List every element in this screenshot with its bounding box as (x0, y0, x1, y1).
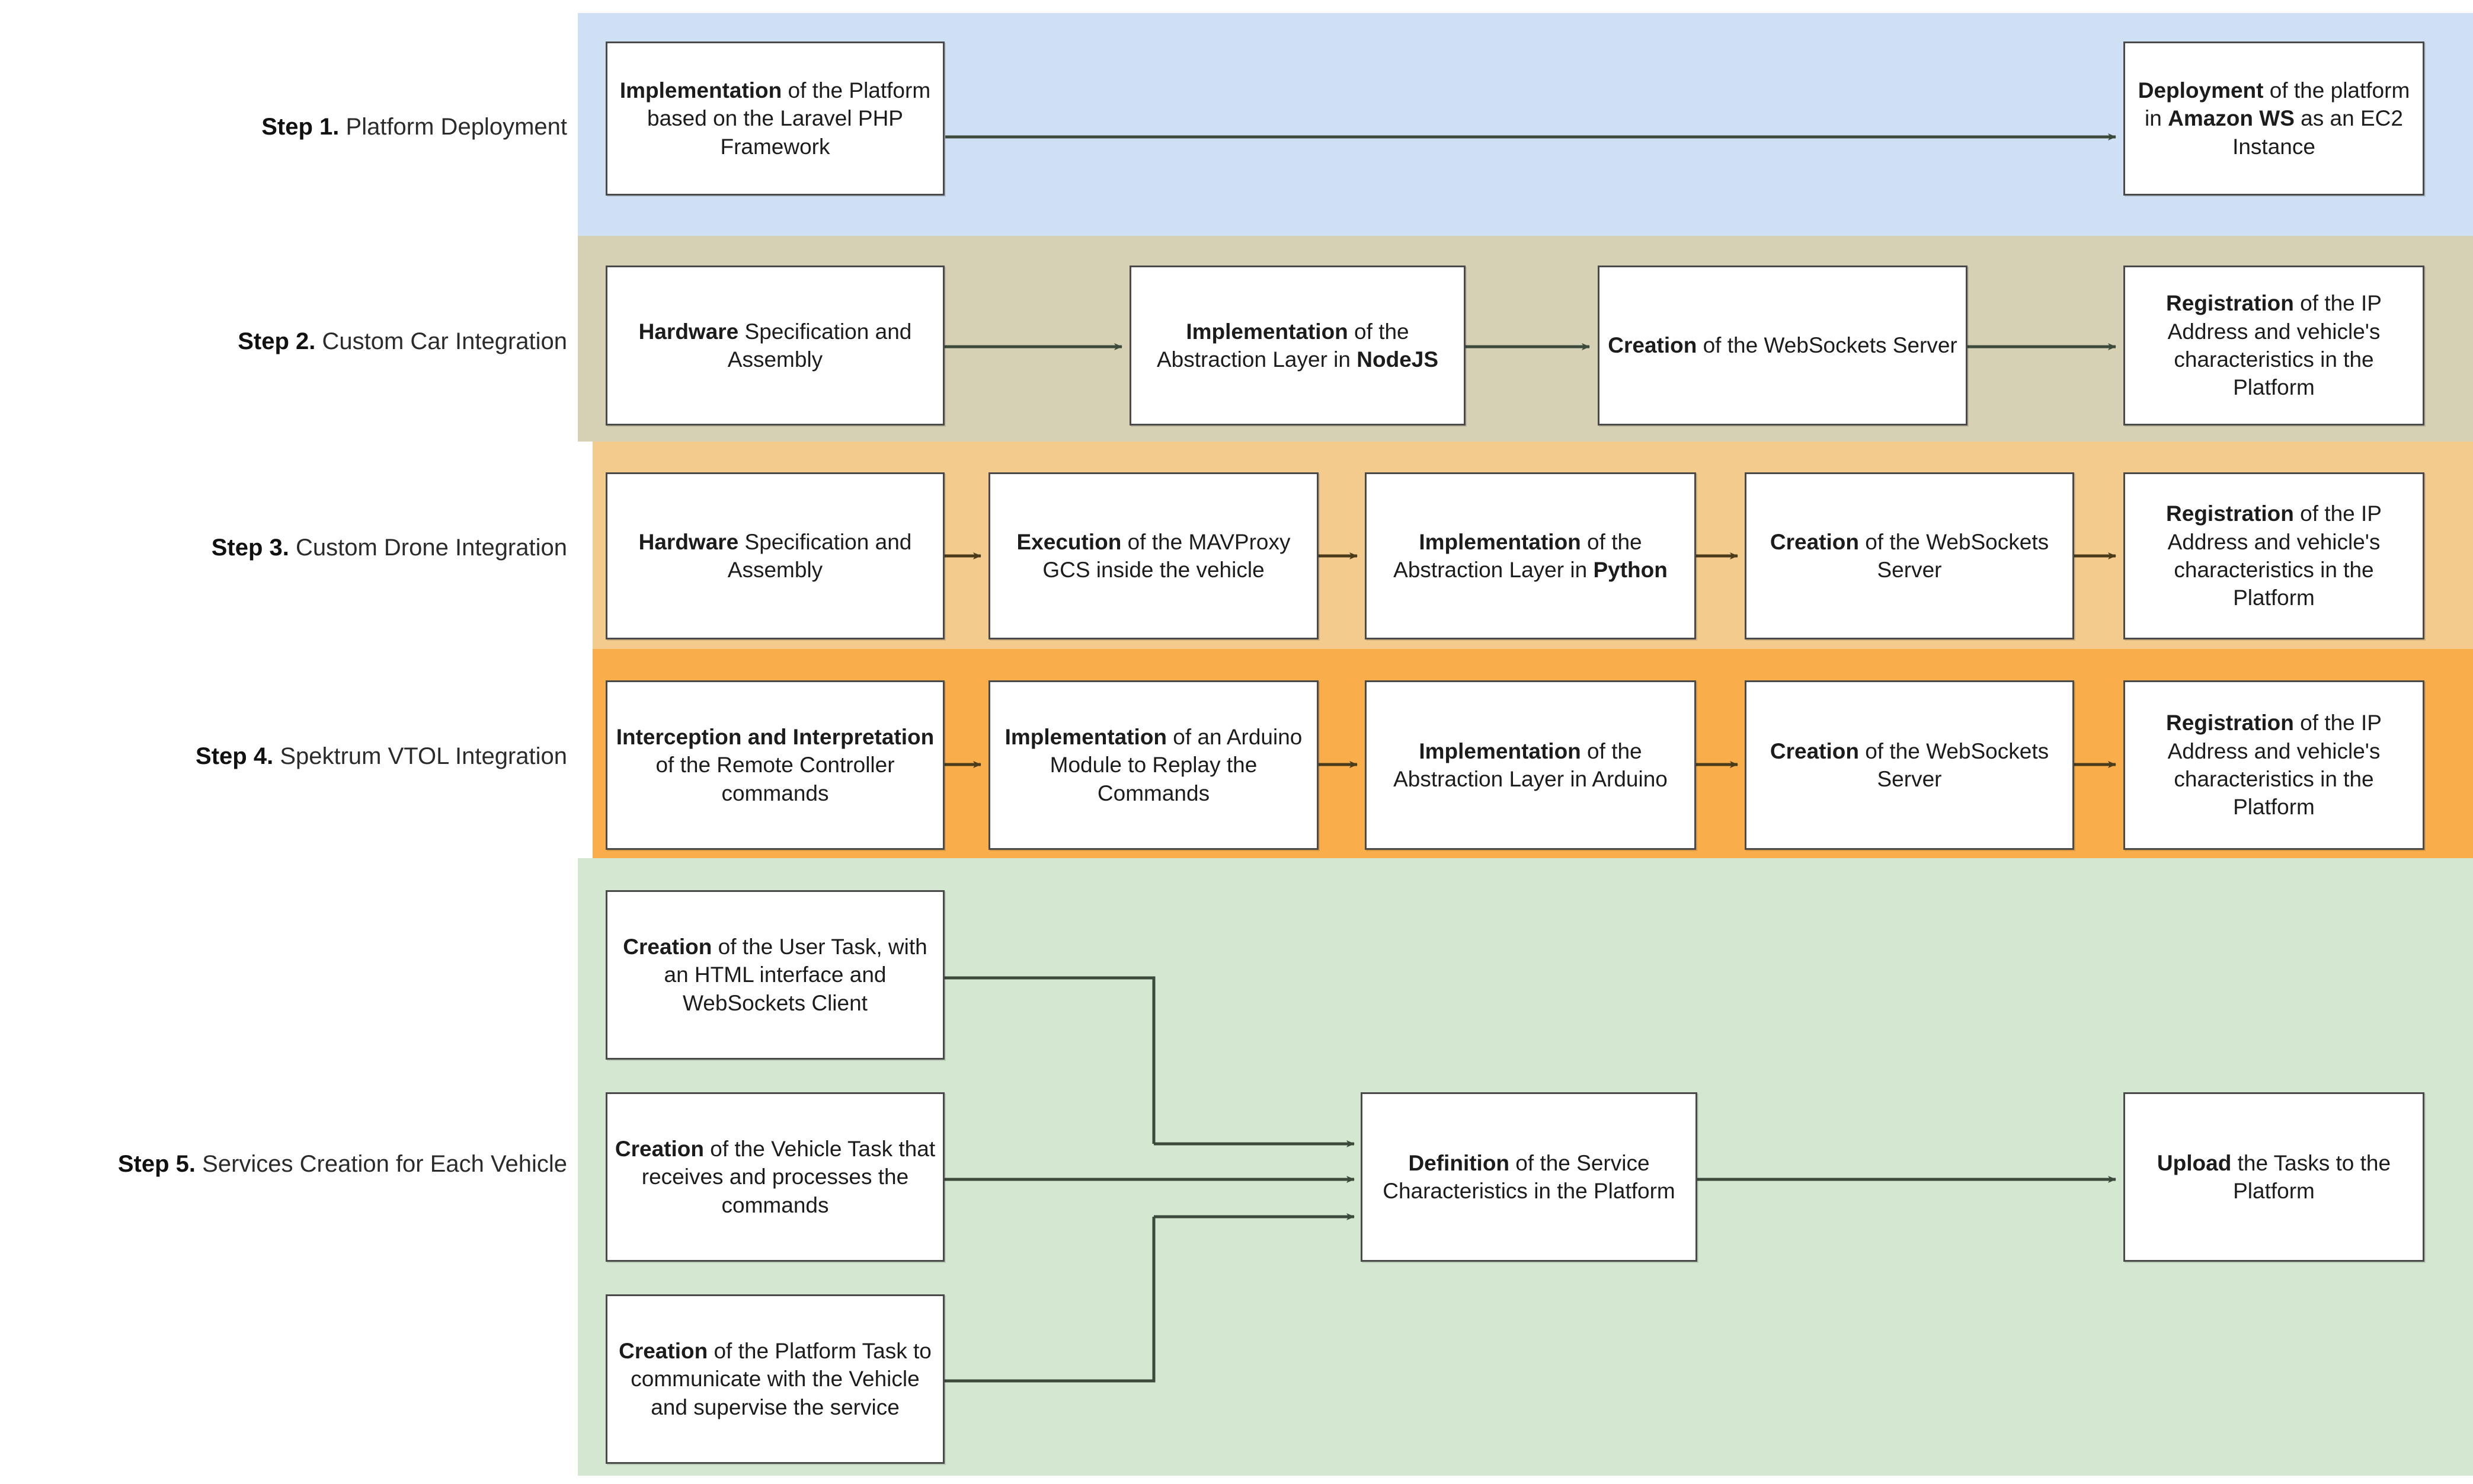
node-s3n3[interactable]: Implementation of the Abstraction Layer … (1365, 472, 1696, 639)
node-s3n3-rest: of the Abstraction Layer in (1393, 529, 1642, 582)
node-s4n4-bold: Creation (1770, 738, 1859, 763)
node-s3n5-bold: Registration (2166, 501, 2294, 526)
node-s5n2-bold: Creation (615, 1136, 704, 1161)
node-s3n2[interactable]: Execution of the MAVProxy GCS inside the… (988, 472, 1319, 639)
step-name-3: Custom Drone Integration (295, 535, 567, 561)
node-s5n4[interactable]: Definition of the Service Characteristic… (1361, 1092, 1697, 1262)
node-s2n1-rest: Specification and Assembly (727, 319, 912, 372)
node-s4n1-bold: Interception and Interpretation (616, 724, 935, 749)
node-s4n4-rest: of the WebSockets Server (1858, 738, 2049, 791)
node-s2n4[interactable]: Registration of the IP Address and vehic… (2123, 266, 2424, 426)
node-s3n3-bold2: Python (1593, 558, 1668, 582)
node-s5n4-rest: of the Service Characteristics in the Pl… (1383, 1150, 1675, 1203)
node-s3n1-rest: Specification and Assembly (727, 529, 912, 582)
node-s4n5-bold: Registration (2166, 711, 2294, 735)
node-s2n1-bold: Hardware (638, 319, 739, 344)
node-s3n3-bold: Implementation (1419, 529, 1581, 554)
step-number-5: Step 5. (117, 1151, 196, 1177)
node-s3n4-rest: of the WebSockets Server (1858, 529, 2049, 582)
node-s2n4-bold: Registration (2166, 291, 2294, 316)
node-s5n3-rest: of the Platform Task to communicate with… (631, 1338, 932, 1419)
node-s2n3-rest: of the WebSockets Server (1697, 333, 1957, 358)
node-s5n3-bold: Creation (619, 1338, 708, 1363)
step-label-2: Step 2. Custom Car Integration (0, 327, 578, 356)
node-s3n4-bold: Creation (1770, 529, 1859, 554)
node-s1n2[interactable]: Deployment of the platform in Amazon WS … (2123, 41, 2424, 196)
node-s2n3[interactable]: Creation of the WebSockets Server (1598, 266, 1967, 426)
step-name-4: Spektrum VTOL Integration (280, 743, 567, 769)
node-s4n2-bold: Implementation (1004, 724, 1167, 749)
node-s4n3-rest: of the Abstraction Layer in Arduino (1393, 738, 1668, 791)
node-s5n1[interactable]: Creation of the User Task, with an HTML … (606, 890, 945, 1060)
step-label-4: Step 4. Spektrum VTOL Integration (0, 742, 578, 770)
node-s4n2-rest: of an Arduino Module to Replay the Comma… (1050, 724, 1303, 805)
step-label-1: Step 1. Platform Deployment (0, 113, 578, 141)
node-s4n1-rest: of the Remote Controller commands (655, 753, 895, 805)
node-s4n5[interactable]: Registration of the IP Address and vehic… (2123, 680, 2424, 850)
node-s1n1-rest: of the Platform based on the Laravel PHP… (647, 78, 931, 159)
step-name-1: Platform Deployment (345, 114, 567, 140)
node-s1n1[interactable]: Implementation of the Platform based on … (606, 41, 945, 196)
node-s5n2[interactable]: Creation of the Vehicle Task that receiv… (606, 1092, 945, 1262)
node-s5n5[interactable]: Upload the Tasks to the Platform (2123, 1092, 2424, 1262)
node-s4n3-bold: Implementation (1419, 738, 1581, 763)
node-s4n4[interactable]: Creation of the WebSockets Server (1745, 680, 2074, 850)
node-s1n2-bold2: Amazon WS (2168, 106, 2295, 131)
node-s2n2-rest: of the Abstraction Layer in (1156, 319, 1409, 372)
node-s3n1[interactable]: Hardware Specification and Assembly (606, 472, 945, 639)
step-label-3: Step 3. Custom Drone Integration (0, 533, 578, 562)
node-s5n5-bold: Upload (2157, 1150, 2232, 1175)
node-s5n1-rest: of the User Task, with an HTML interface… (664, 934, 927, 1015)
step-number-3: Step 3. (211, 535, 289, 561)
node-s3n2-rest: of the MAVProxy GCS inside the vehicle (1042, 529, 1291, 582)
node-s4n5-rest: of the IP Address and vehicle's characte… (2167, 711, 2382, 820)
node-s5n3[interactable]: Creation of the Platform Task to communi… (606, 1294, 945, 1464)
node-s2n2-bold: Implementation (1186, 319, 1348, 344)
node-s4n2[interactable]: Implementation of an Arduino Module to R… (988, 680, 1319, 850)
node-s4n3[interactable]: Implementation of the Abstraction Layer … (1365, 680, 1696, 850)
node-s5n2-rest: of the Vehicle Task that receives and pr… (641, 1136, 936, 1217)
node-s2n2[interactable]: Implementation of the Abstraction Layer … (1130, 266, 1466, 426)
node-s2n4-rest: of the IP Address and vehicle's characte… (2167, 291, 2382, 400)
node-s1n2-rest2: as an EC2 Instance (2232, 106, 2403, 159)
node-s3n2-bold: Execution (1016, 529, 1122, 554)
step-number-1: Step 1. (261, 114, 340, 140)
node-s3n5-rest: of the IP Address and vehicle's characte… (2167, 501, 2382, 610)
node-s3n1-bold: Hardware (638, 529, 739, 554)
node-s1n1-bold: Implementation (619, 78, 782, 103)
step-name-2: Custom Car Integration (322, 328, 567, 354)
node-s2n2-bold2: NodeJS (1357, 347, 1439, 372)
node-s4n1[interactable]: Interception and Interpretation of the R… (606, 680, 945, 850)
node-s1n2-rest: of the platform in (2145, 78, 2410, 131)
step-number-2: Step 2. (238, 328, 316, 354)
node-s1n2-bold: Deployment (2138, 78, 2264, 103)
node-s3n4[interactable]: Creation of the WebSockets Server (1745, 472, 2074, 639)
step-name-5: Services Creation for Each Vehicle (202, 1151, 567, 1177)
node-s2n1[interactable]: Hardware Specification and Assembly (606, 266, 945, 426)
step-number-4: Step 4. (196, 743, 274, 769)
node-s5n5-rest: the Tasks to the Platform (2231, 1150, 2391, 1203)
node-s2n3-bold: Creation (1608, 333, 1697, 358)
node-s5n1-bold: Creation (623, 934, 712, 959)
step-label-5: Step 5. Services Creation for Each Vehic… (0, 1150, 578, 1178)
node-s5n4-bold: Definition (1408, 1150, 1510, 1175)
node-s3n5[interactable]: Registration of the IP Address and vehic… (2123, 472, 2424, 639)
